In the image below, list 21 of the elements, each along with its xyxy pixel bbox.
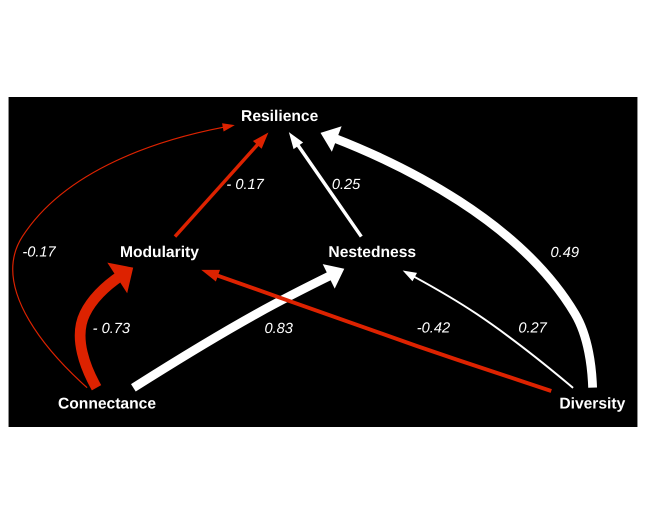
- edge-label: 0.25: [332, 176, 360, 193]
- arrow: [402, 270, 574, 389]
- edge-label: - 0.73: [92, 320, 130, 337]
- node-text: Nestedness: [328, 244, 416, 261]
- node-text: Connectance: [58, 395, 156, 412]
- arrow: [201, 270, 552, 393]
- arrow: [12, 123, 235, 388]
- edge-label: -0.42: [416, 320, 450, 336]
- edge-label: - 0.17: [226, 176, 264, 193]
- arrow: [131, 264, 344, 392]
- node-text: Modularity: [120, 244, 199, 261]
- node-text: Diversity: [559, 395, 626, 412]
- arrow: [74, 262, 134, 390]
- edge-label: 0.27: [518, 320, 547, 336]
- arrow: [320, 126, 597, 388]
- edge-label: -0.17: [22, 244, 56, 261]
- node-text: Resilience: [241, 108, 318, 126]
- edge-label: 0.49: [550, 245, 580, 262]
- edge-label: 0.83: [264, 320, 293, 337]
- arrow: [174, 132, 268, 238]
- arrow: [288, 132, 363, 238]
